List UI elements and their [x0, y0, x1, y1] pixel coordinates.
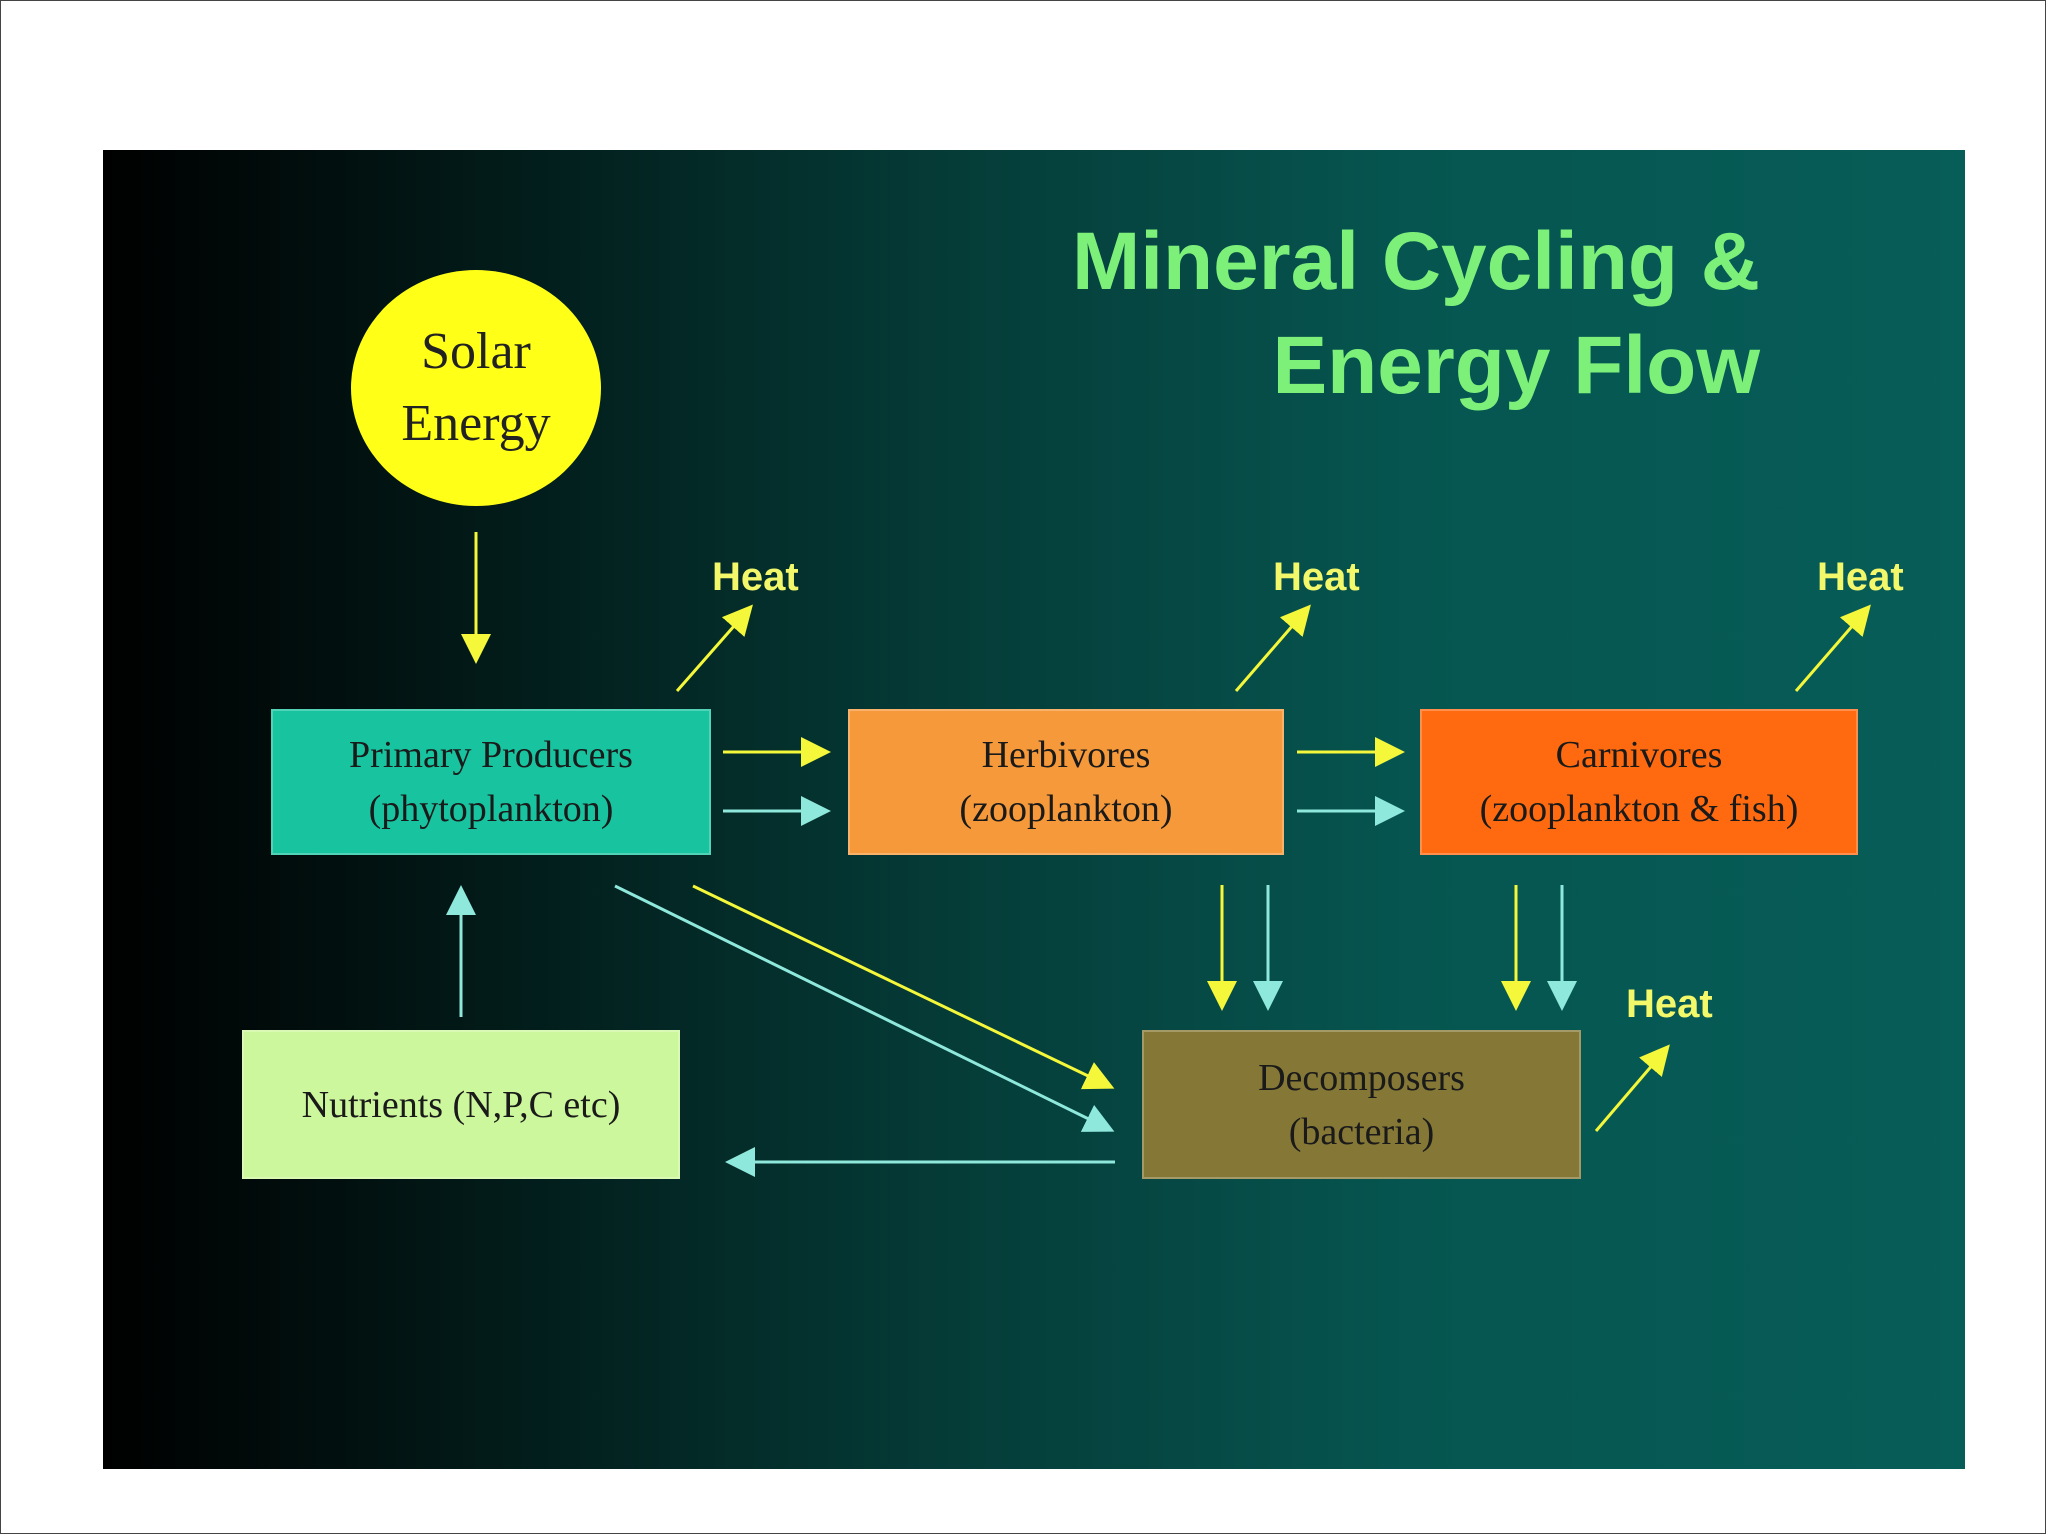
herbivores-box: Herbivores (zooplankton): [848, 709, 1284, 855]
carnivores-box: Carnivores (zooplankton & fish): [1420, 709, 1858, 855]
decomposers-line-2: (bacteria): [1288, 1110, 1435, 1153]
arrow-nutrient-producers-decomposers: [614, 884, 1115, 1132]
producers-line-1: Primary Producers: [349, 734, 633, 776]
heat-label-decomposers: Heat: [1626, 982, 1713, 1026]
nutrients-box: Nutrients (N,P,C etc): [242, 1030, 680, 1179]
decomposers-line-1: Decomposers: [1258, 1056, 1465, 1099]
arrow-heat-herbivores: [1234, 604, 1311, 692]
slide-title: Mineral Cycling & Energy Flow: [1072, 210, 1760, 418]
solar-energy-circle: Solar Energy: [351, 270, 601, 506]
heat-label-producers: Heat: [712, 555, 799, 599]
arrow-heat-carnivores: [1794, 604, 1871, 692]
heat-label-herbivores: Heat: [1273, 555, 1360, 599]
title-line-1: Mineral Cycling &: [1071, 216, 1760, 307]
arrow-energy-producers-decomposers: [692, 884, 1115, 1090]
title-line-2: Energy Flow: [1272, 320, 1760, 411]
slide: Mineral Cycling & Energy Flow Solar Ener…: [103, 150, 1965, 1469]
carnivores-line-2: (zooplankton & fish): [1479, 788, 1799, 830]
producers-line-2: (phytoplankton): [368, 788, 614, 830]
decomposers-box: Decomposers (bacteria): [1142, 1030, 1581, 1179]
carnivores-line-1: Carnivores: [1555, 734, 1723, 776]
herbivores-line-2: (zooplankton): [959, 788, 1173, 830]
nutrients-label: Nutrients (N,P,C etc): [301, 1083, 621, 1126]
sun-line-1: Solar: [421, 323, 531, 380]
flow-arrows: [446, 532, 1871, 1177]
arrow-heat-producers: [675, 604, 753, 692]
herbivores-line-1: Herbivores: [981, 734, 1151, 776]
sun-line-2: Energy: [401, 395, 551, 452]
arrow-heat-decomposers: [1594, 1044, 1670, 1132]
heat-label-carnivores: Heat: [1817, 555, 1904, 599]
primary-producers-box: Primary Producers (phytoplankton): [271, 709, 711, 855]
